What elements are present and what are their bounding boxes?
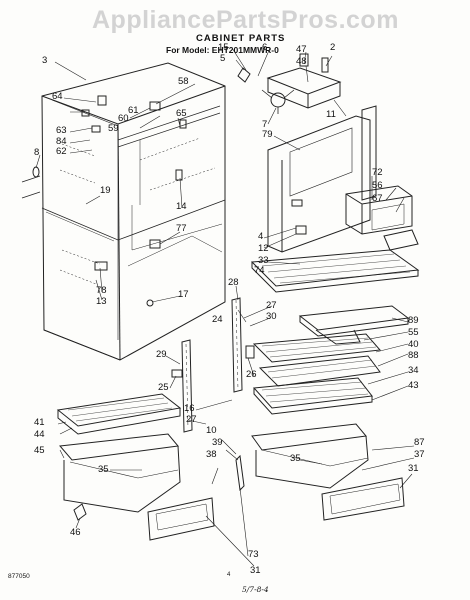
callout-35-left: 35 [98, 464, 109, 475]
left-lower-drawer [59, 433, 245, 541]
callout-89: 89 [408, 315, 419, 326]
callout-55: 55 [408, 327, 419, 338]
callout-4: 4 [258, 231, 264, 242]
callout-77: 77 [176, 223, 187, 234]
callout-30: 30 [266, 311, 277, 322]
fan-assembly [237, 53, 342, 114]
callout-63: 63 [56, 125, 67, 136]
callout-7: 7 [262, 119, 268, 130]
callout-43: 43 [408, 380, 419, 391]
callout-31-right: 31 [408, 463, 419, 474]
callout-25: 25 [158, 382, 169, 393]
callout-64: 64 [52, 91, 63, 102]
callout-35-right: 35 [290, 453, 301, 464]
callout-3: 3 [42, 55, 48, 66]
callout-60: 60 [118, 113, 129, 124]
page-number: 4 [227, 572, 231, 578]
callout-28: 28 [228, 277, 239, 288]
callout-88: 88 [408, 350, 419, 361]
callout-62: 62 [56, 146, 67, 157]
top-shelf [250, 249, 420, 293]
callout-72: 72 [372, 167, 383, 178]
callout-41: 41 [34, 417, 45, 428]
callout-39: 39 [212, 437, 223, 448]
callout-27: 27 [266, 300, 277, 311]
diagram-title: CABINET PARTS [196, 33, 286, 44]
callout-15: 15 [218, 42, 229, 53]
callout-10: 10 [206, 425, 217, 436]
callout-79: 79 [262, 129, 273, 140]
callout-40: 40 [408, 339, 419, 350]
callout-47: 47 [296, 44, 307, 55]
model-subtitle: For Model: EHT201MMWR-0 [166, 45, 279, 55]
callout-27-lower: 27 [186, 414, 197, 425]
callout-74: 74 [254, 265, 265, 276]
left-lower-shelf [56, 393, 182, 435]
rear-cover-panel [267, 105, 377, 253]
callout-5: 5 [220, 53, 226, 64]
callout-14: 14 [176, 201, 187, 212]
diagram-code: 877050 [8, 573, 30, 580]
callout-87: 87 [414, 437, 425, 448]
callout-13: 13 [96, 296, 107, 307]
callout-56: 56 [372, 180, 383, 191]
callout-33: 33 [258, 255, 269, 266]
crisper-shelf [252, 305, 410, 387]
callout-48: 48 [296, 56, 307, 67]
callout-8: 8 [34, 147, 40, 158]
callout-84: 84 [56, 136, 67, 147]
callout-46: 46 [70, 527, 81, 538]
callout-73: 73 [248, 549, 259, 560]
callout-45: 45 [34, 445, 45, 456]
handwritten-note: 5/7-8-4 [242, 585, 269, 594]
callout-58: 58 [178, 76, 189, 87]
upper-bin [345, 185, 419, 251]
cabinet-liner [21, 62, 226, 361]
callout-44: 44 [34, 429, 45, 440]
callout-12: 12 [258, 243, 269, 254]
leader-lines [35, 47, 415, 567]
callout-65: 65 [176, 108, 187, 119]
callout-37: 37 [414, 449, 425, 460]
callout-11: 11 [326, 109, 336, 120]
callout-59: 59 [108, 123, 119, 134]
callout-31-lower: 31 [250, 565, 261, 576]
callout-29: 29 [156, 349, 167, 360]
callout-26: 26 [246, 369, 257, 380]
callout-17: 17 [178, 289, 189, 300]
callout-19: 19 [100, 185, 111, 196]
callout-67: 67 [372, 193, 383, 204]
callout-38: 38 [206, 449, 217, 460]
callout-24: 24 [212, 314, 223, 325]
callout-61: 61 [128, 105, 139, 116]
callout-2: 2 [330, 42, 336, 53]
callout-16: 16 [184, 403, 195, 414]
callout-34: 34 [408, 365, 419, 376]
callout-78: 78 [96, 285, 107, 296]
mullion-supports [171, 297, 255, 433]
watermark-text: AppliancePartsPros.com [92, 6, 399, 34]
callout-6: 6 [262, 42, 268, 53]
